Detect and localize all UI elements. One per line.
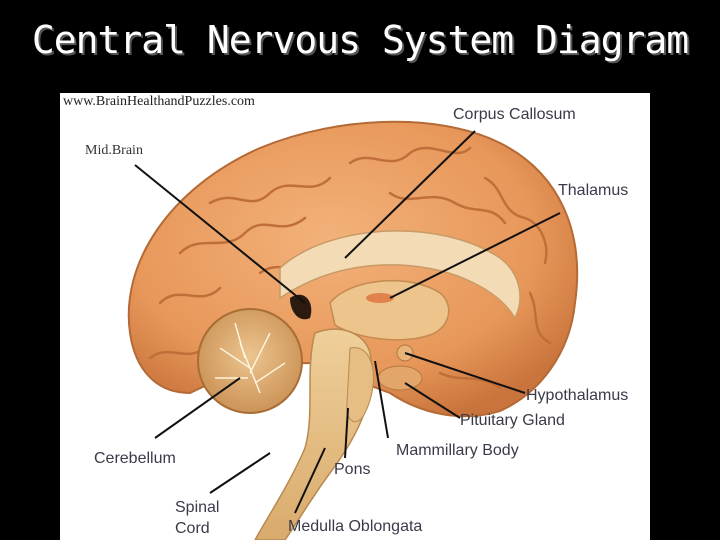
watermark-text: www.BrainHealthandPuzzles.com bbox=[63, 94, 255, 109]
label-spinal-cord-line2: Cord bbox=[175, 520, 210, 537]
label-corpus-callosum: Corpus Callosum bbox=[453, 106, 576, 123]
corpus-callosum-shape bbox=[279, 230, 521, 320]
brain-illustration bbox=[127, 120, 579, 540]
label-pituitary-gland: Pituitary Gland bbox=[460, 412, 565, 429]
thalamus-shape bbox=[329, 279, 450, 341]
label-hypothalamus: Hypothalamus bbox=[526, 387, 629, 404]
label-pons: Pons bbox=[334, 461, 371, 478]
label-cerebellum: Cerebellum bbox=[94, 450, 176, 467]
pointer-lines bbox=[134, 130, 561, 514]
label-medulla-oblongata: Medulla Oblongata bbox=[288, 518, 423, 535]
brain-diagram-panel: www.BrainHealthandPuzzles.com Mid.Brain … bbox=[60, 93, 650, 540]
label-thalamus: Thalamus bbox=[558, 182, 629, 199]
brainstem-shape bbox=[254, 328, 373, 540]
arbor-vitae bbox=[215, 322, 286, 394]
slide-title: Central Nervous System Diagram bbox=[31, 18, 689, 62]
label-midbrain: Mid.Brain bbox=[85, 143, 143, 158]
cerebellum-shape bbox=[197, 308, 303, 414]
label-mammillary-body: Mammillary Body bbox=[396, 442, 519, 459]
label-spinal-cord-line1: Spinal bbox=[175, 499, 220, 516]
